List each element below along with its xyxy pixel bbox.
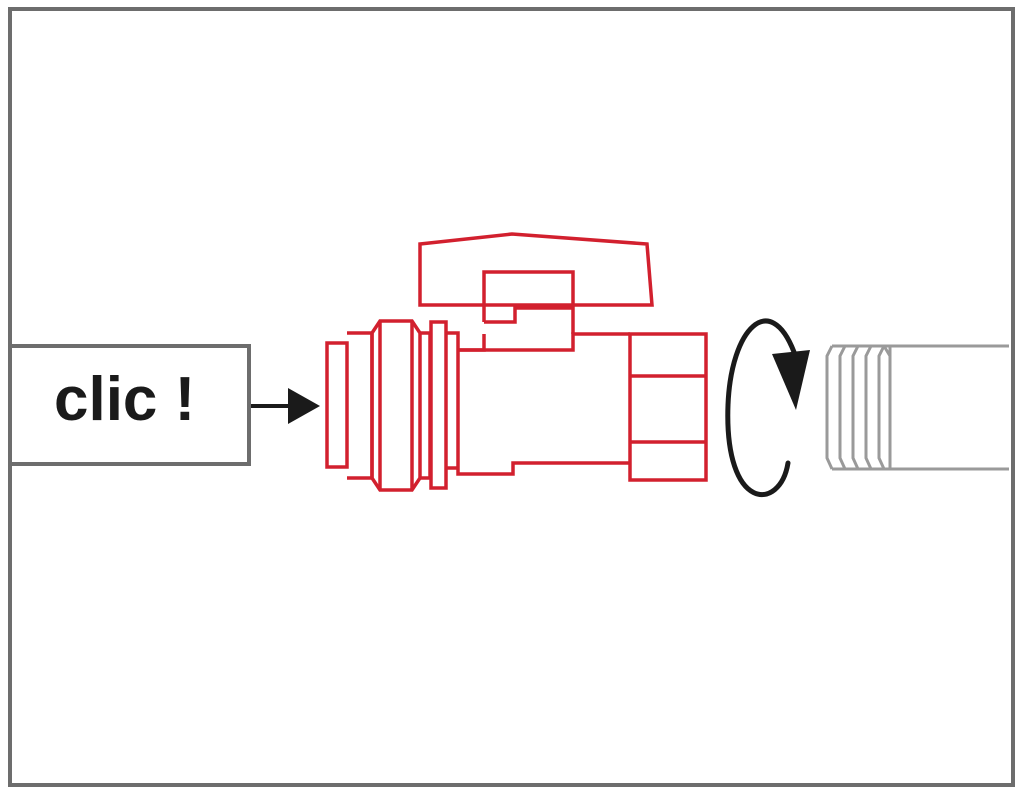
threaded-pipe xyxy=(825,344,1009,471)
right-arrow-icon xyxy=(251,388,320,424)
valve-flange xyxy=(429,320,448,490)
ball-valve xyxy=(325,232,708,492)
valve-outlet-nut xyxy=(628,332,708,482)
clic-label: clic ! xyxy=(54,365,195,434)
pipe-body xyxy=(890,344,1009,471)
valve-handle xyxy=(418,232,654,307)
valve-body-top xyxy=(458,334,486,352)
rotate-clockwise-icon xyxy=(725,318,810,498)
valve-stem-lower xyxy=(482,305,575,334)
valve-inlet-ring xyxy=(325,341,349,469)
valve-stem xyxy=(482,270,575,305)
pipe-threads xyxy=(825,344,892,471)
clic-label-box: clic ! xyxy=(12,344,251,466)
clic-label-box-outline xyxy=(12,344,251,466)
valve-body xyxy=(446,331,630,476)
